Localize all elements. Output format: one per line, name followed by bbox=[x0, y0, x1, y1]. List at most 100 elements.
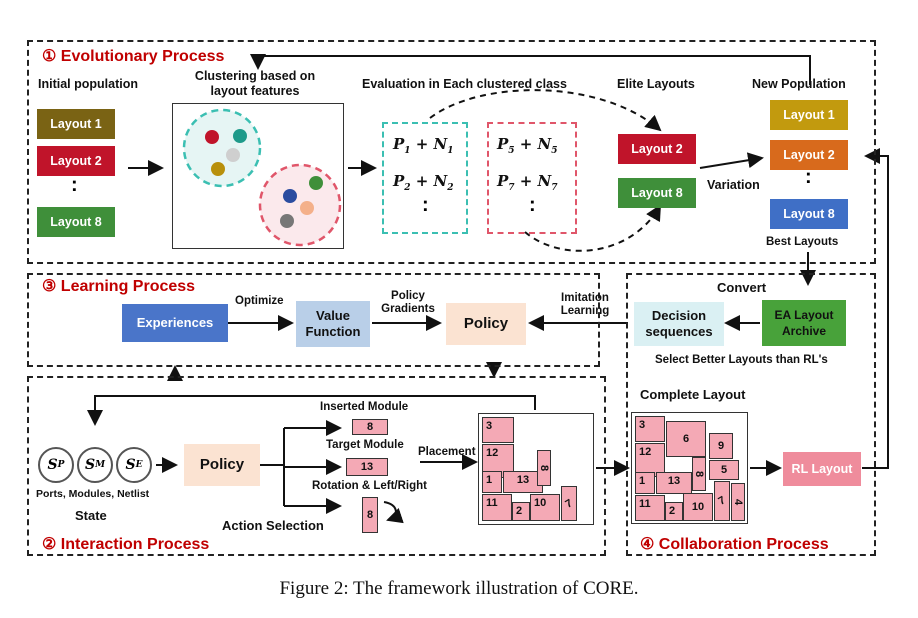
partial-layout-panel: 3 12 1 13 8 11 2 10 7 bbox=[478, 413, 594, 525]
evaluation-label: Evaluation in Each clustered class bbox=[362, 77, 567, 91]
elite-curve-arrow-bottom bbox=[524, 204, 662, 252]
cluster-dot bbox=[309, 176, 323, 190]
module-5: 5 bbox=[709, 460, 739, 480]
module-7: 7 bbox=[561, 486, 577, 521]
module-7-text: 7 bbox=[716, 494, 728, 508]
module-6: 6 bbox=[666, 421, 706, 457]
cluster-dot bbox=[211, 162, 225, 176]
elite-curve-arrow-top bbox=[429, 89, 662, 132]
placement-label: Placement bbox=[418, 446, 476, 458]
inserted-module-label: Inserted Module bbox=[320, 401, 409, 413]
variation-label: Variation bbox=[707, 178, 760, 192]
new-layout-2: Layout 2 bbox=[770, 140, 848, 170]
complete-layout-panel: 3 6 9 12 5 8 1 13 11 2 10 7 4 bbox=[631, 412, 748, 524]
module-13: 13 bbox=[656, 472, 692, 494]
eval-left-ellipsis: : bbox=[422, 194, 429, 216]
module-9: 9 bbox=[709, 433, 733, 459]
eval-right-box bbox=[487, 122, 577, 234]
learning-policy-box: Policy bbox=[446, 303, 526, 345]
module-10: 10 bbox=[683, 493, 713, 521]
initial-layout-2: Layout 2 bbox=[37, 146, 115, 176]
module-8-text: 8 bbox=[693, 470, 705, 478]
module-8-text: 8 bbox=[538, 464, 550, 472]
policy-gradients-label: Policy Gradients bbox=[381, 290, 435, 315]
target-module-value: 13 bbox=[346, 458, 388, 476]
initial-layout-8: Layout 8 bbox=[37, 207, 115, 237]
module-12: 12 bbox=[635, 443, 665, 477]
clustering-panel bbox=[172, 103, 344, 249]
module-10: 10 bbox=[530, 494, 560, 521]
cluster-teal-circle bbox=[182, 108, 262, 188]
module-3: 3 bbox=[482, 417, 514, 443]
module-4: 4 bbox=[731, 483, 745, 521]
value-function-box: Value Function bbox=[296, 301, 370, 347]
rotation-curl-icon bbox=[383, 501, 404, 524]
module-1: 1 bbox=[635, 472, 655, 494]
cluster-dot bbox=[280, 214, 294, 228]
module-8: 8 bbox=[692, 457, 706, 491]
cluster-dot bbox=[233, 129, 247, 143]
experiences-box: Experiences bbox=[122, 304, 228, 342]
new-layout-8: Layout 8 bbox=[770, 199, 848, 229]
new-layout-1: Layout 1 bbox=[770, 100, 848, 130]
inserted-module-value: 8 bbox=[352, 419, 388, 435]
variation-arrow bbox=[699, 152, 764, 169]
module-8: 8 bbox=[537, 450, 551, 486]
module-2: 2 bbox=[665, 502, 683, 521]
module-3: 3 bbox=[635, 416, 665, 442]
collaboration-process-box bbox=[626, 273, 876, 556]
eval-left-box bbox=[382, 122, 468, 234]
clustering-label: Clustering based on layout features bbox=[194, 69, 316, 98]
interaction-loop-arrow bbox=[87, 395, 536, 426]
select-better-label: Select Better Layouts than RL's bbox=[655, 354, 828, 366]
ea-archive-box: EA Layout Archive bbox=[762, 300, 846, 346]
module-7: 7 bbox=[714, 481, 730, 521]
interaction-title: ② Interaction Process bbox=[42, 536, 210, 553]
target-module-label: Target Module bbox=[326, 439, 404, 451]
complete-layout-label: Complete Layout bbox=[640, 387, 746, 402]
learning-title: ③ Learning Process bbox=[42, 278, 196, 295]
convert-label: Convert bbox=[717, 280, 767, 295]
module-4-text: 4 bbox=[732, 498, 744, 506]
decision-sequences-box: Decision sequences bbox=[634, 302, 724, 346]
rl-layout-box: RL Layout bbox=[783, 452, 861, 486]
eval-right-row-1: P5 + N5 bbox=[497, 135, 558, 156]
figure-caption: Figure 2: The framework illustration of … bbox=[279, 578, 639, 599]
initial-ellipsis: : bbox=[71, 174, 78, 196]
rotation-module-value: 8 bbox=[362, 497, 378, 533]
interaction-policy-box: Policy bbox=[184, 444, 260, 486]
state-label: State bbox=[75, 508, 107, 523]
eval-left-row-1: P1 + N1 bbox=[393, 135, 454, 156]
evolutionary-title: ① Evolutionary Process bbox=[42, 48, 225, 65]
rotation-label: Rotation & Left/Right bbox=[312, 480, 427, 492]
initial-population-label: Initial population bbox=[38, 77, 138, 91]
interaction-process-box bbox=[27, 376, 606, 556]
module-2: 2 bbox=[512, 502, 530, 521]
cluster-dot bbox=[226, 148, 240, 162]
elite-layout-8: Layout 8 bbox=[618, 178, 696, 208]
eval-left-row-2: P2 + N2 bbox=[393, 172, 454, 193]
new-population-loop-arrow bbox=[250, 54, 811, 85]
elite-layout-2: Layout 2 bbox=[618, 134, 696, 164]
optimize-label: Optimize bbox=[235, 295, 284, 307]
eval-right-ellipsis: : bbox=[529, 194, 536, 216]
module-11: 11 bbox=[482, 494, 512, 521]
elite-layouts-label: Elite Layouts bbox=[617, 77, 695, 91]
cluster-dot bbox=[205, 130, 219, 144]
state-desc-label: Ports, Modules, Netlist bbox=[36, 488, 150, 500]
learning-process-box bbox=[27, 273, 600, 367]
new-ellipsis: : bbox=[805, 166, 812, 188]
eval-right-row-2: P7 + N7 bbox=[497, 172, 558, 193]
best-layouts-label: Best Layouts bbox=[766, 236, 839, 248]
initial-layout-1: Layout 1 bbox=[37, 109, 115, 139]
module-11: 11 bbox=[635, 495, 665, 521]
collaboration-title: ④ Collaboration Process bbox=[640, 536, 829, 553]
evolutionary-process-box bbox=[27, 40, 876, 264]
action-selection-label: Action Selection bbox=[222, 518, 324, 533]
new-population-label: New Population bbox=[752, 77, 846, 91]
module-1: 1 bbox=[482, 471, 502, 493]
